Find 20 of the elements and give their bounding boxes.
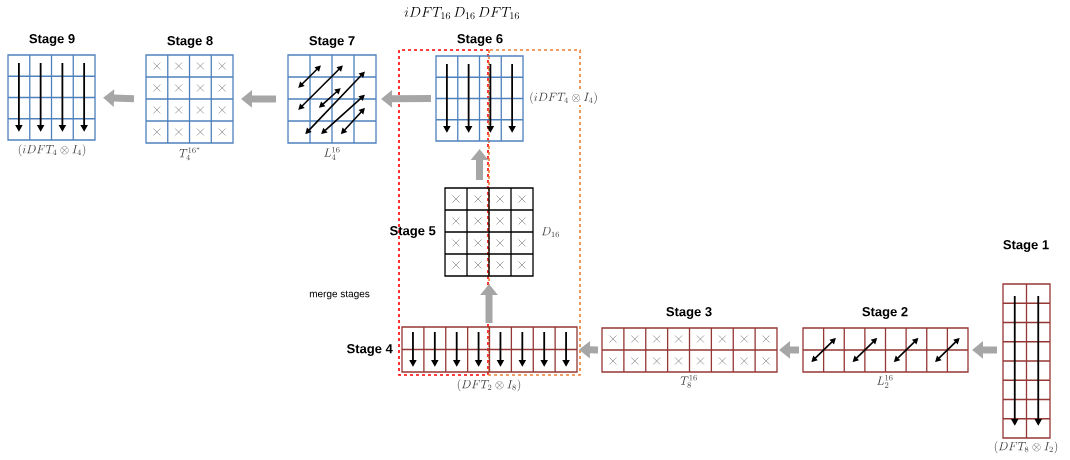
formula-title: $iDFT_{16}\,D_{16}\,DFT_{16}$ [404,7,519,20]
formula-label: $(iDFT_4 \otimes I_4)$ [528,91,599,105]
formula-label: $(iDFT_4 \otimes I_4)$ [16,143,88,158]
stage-heading: Stage 4 [346,344,393,356]
formula-label: $(DFT_2 \otimes I_8)$ [455,378,523,393]
stage-heading: Stage 5 [389,226,436,238]
formula-label: $D_{16}$ [540,226,561,238]
formula-label: $T_4^{16^*}$ [178,146,202,162]
formula-label: $L_4^{16}$ [322,146,342,161]
formula-label: $T_8^{16}$ [679,374,699,389]
stage-heading: Stage 6 [457,34,503,46]
stage-heading: Stage 1 [1003,240,1049,252]
stage-heading: Stage 3 [666,307,712,319]
stage-heading: Stage 7 [309,36,355,48]
stage-heading: Stage 2 [862,307,908,319]
formula-label: $L_2^{16}$ [875,374,895,389]
formula-label: $(DFT_8 \otimes I_2)$ [992,440,1060,455]
stage-heading: Stage 8 [167,36,213,48]
note-text: merge stages [309,290,370,300]
stage-heading: Stage 9 [29,34,75,46]
